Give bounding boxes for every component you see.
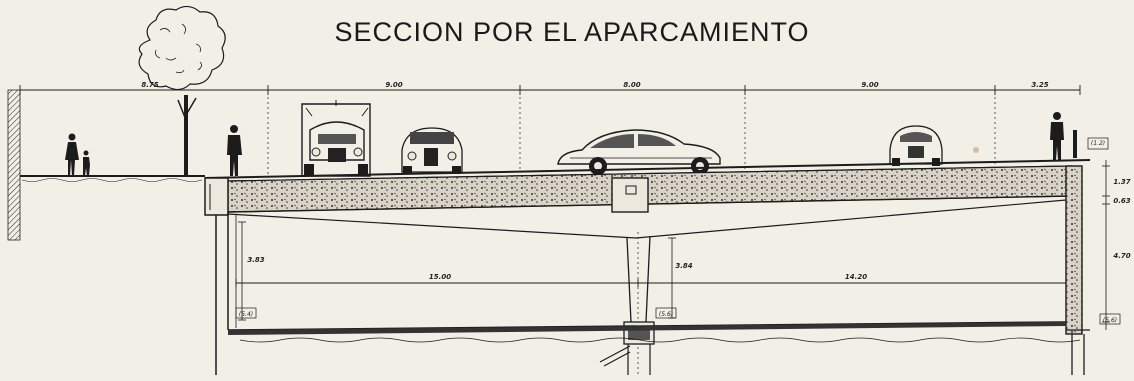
dim-span-right: 14.20 — [845, 273, 867, 281]
level-bottom-right: (5.6) — [1103, 317, 1117, 324]
truck-illustration — [301, 100, 371, 177]
level-markers: (5.4) (5.6) (5.6) — [235, 307, 1121, 325]
dim-span-left: 15.00 — [429, 273, 451, 281]
dim-lane-3: 9.00 — [861, 81, 878, 89]
dim-slab-depth: 1.37 — [1113, 178, 1130, 186]
small-car-illustration — [401, 127, 463, 174]
dim-height-right: 4.70 — [1113, 252, 1130, 260]
dim-lane-4: 3.25 — [1031, 81, 1048, 89]
clear-height-dimensions: 3.83 3.84 — [238, 221, 693, 321]
dim-lane-2: 8.00 — [623, 81, 640, 89]
deck-slab — [227, 165, 1073, 213]
span-dimension-chain: 15.00 14.20 — [235, 273, 1067, 287]
pedestrian-figures-left — [65, 133, 90, 176]
central-drain-box — [611, 177, 649, 213]
left-lower-wall — [215, 212, 237, 375]
dim-lane-1: 9.00 — [385, 81, 402, 89]
dim-slab-thin: 0.63 — [1113, 197, 1130, 205]
left-retaining-wall — [7, 89, 21, 241]
tree-illustration — [138, 5, 226, 176]
floor-slab — [227, 321, 1081, 343]
sedan-car-illustration — [557, 129, 721, 175]
right-vertical-dimensions: 1.37 0.63 4.70 — [1102, 160, 1131, 330]
dim-clear-height-center: 3.84 — [675, 262, 692, 270]
level-bottom-center: (5.6) — [659, 311, 673, 318]
central-column — [599, 232, 655, 375]
lane-dividers — [267, 92, 996, 176]
dim-sidewalk-width: 8.75 — [141, 81, 158, 89]
beam-soffit — [227, 199, 1067, 239]
dim-clear-height-left: 3.83 — [247, 256, 264, 264]
level-top-right: (1.2) — [1091, 140, 1105, 147]
right-lower-wall — [1065, 165, 1090, 375]
left-curb-box — [204, 177, 229, 216]
level-bottom-left: (5.4) — [239, 311, 253, 318]
right-bollard — [1073, 130, 1077, 158]
pedestrian-figure-curb — [227, 125, 242, 176]
pedestrian-figure-right — [1050, 112, 1064, 160]
top-dimension-chain: 8.75 9.00 8.00 9.00 3.25 — [19, 81, 1081, 95]
drawing-title: SECCION POR EL APARCAMIENTO — [334, 17, 809, 47]
beetle-car-illustration — [889, 125, 943, 166]
